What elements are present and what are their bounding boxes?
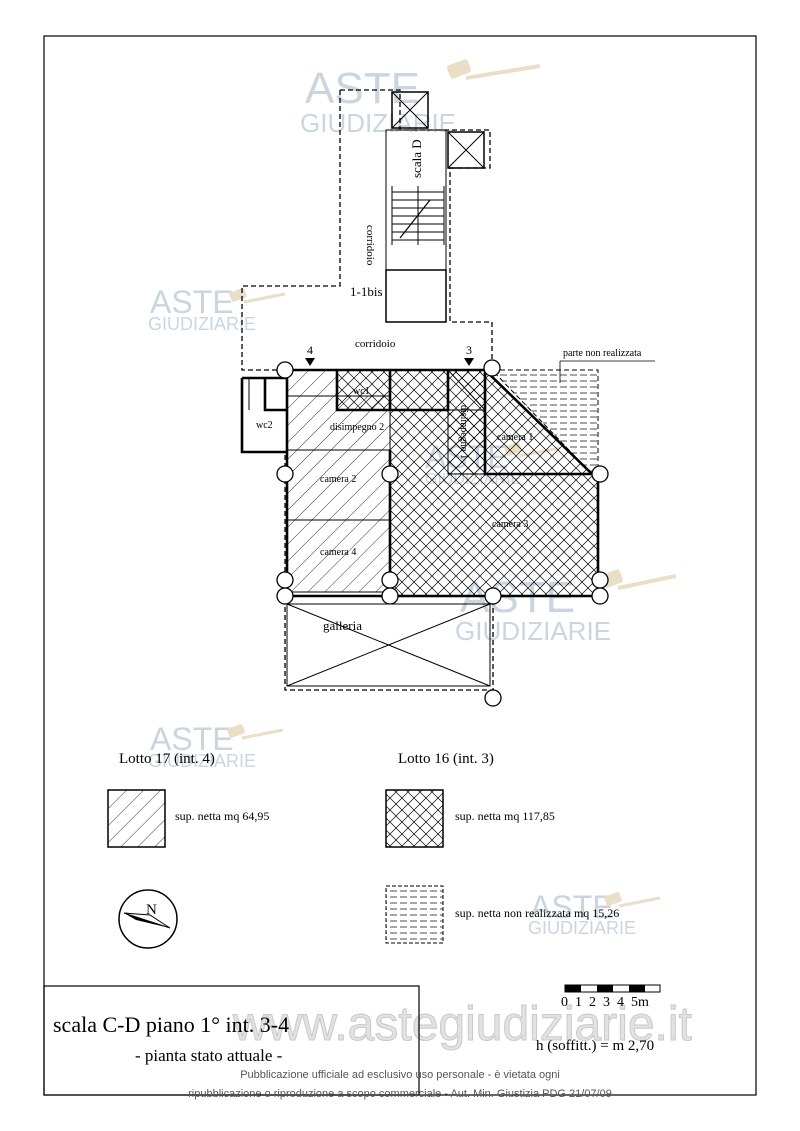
elevator-shaft-upper	[391, 91, 429, 129]
watermark-site-url: www.astegiudiziarie.it	[232, 998, 692, 1051]
label-camera-1: camera 1	[497, 432, 533, 443]
watermark-brand-top: ASTE	[305, 64, 420, 113]
label-1-1bis: 1-1bis	[350, 284, 383, 299]
label-disimpegno-2: disimpegno 2	[330, 422, 384, 433]
gavel-icon	[599, 569, 677, 590]
legend: Lotto 17 (int. 4) Lotto 16 (int. 3) sup.…	[107, 751, 619, 949]
label-wc1: wc1	[353, 386, 370, 397]
label-camera-3: camera 3	[492, 519, 528, 530]
watermark-brand-bottom: GIUDIZIARIE	[300, 108, 456, 138]
drawing-subtitle: - pianta stato attuale -	[135, 1046, 283, 1065]
label-scala-d: scala D	[409, 139, 424, 178]
legend-lotto16-title: Lotto 16 (int. 3)	[398, 751, 494, 767]
north-arrow-icon: N	[118, 889, 178, 949]
floor-plan: scala D corridoio 1-1bis corridoio 4 3	[240, 89, 655, 707]
galleria-area	[286, 603, 491, 687]
north-label: N	[146, 902, 157, 918]
label-corridoio-vertical: corridoio	[364, 225, 376, 266]
label-camera-2: camera 2	[320, 474, 356, 485]
watermark-legend-right: ASTE GIUDIZIARIE	[528, 889, 661, 938]
gavel-icon	[229, 288, 286, 304]
watermark-brand-bottom: GIUDIZIARIE	[455, 616, 611, 646]
legend-sup-lotto17: sup. netta mq 64,95	[175, 809, 269, 823]
label-disimpegno-1: disimpegno 1	[458, 405, 469, 459]
structural-columns	[276, 359, 609, 707]
leader-parte-non-realizzata	[559, 360, 655, 383]
section-marker-3: 3	[464, 343, 474, 366]
legend-lotto17-title: Lotto 17 (int. 4)	[119, 751, 215, 767]
scale-bar-ticks: 0 1 2 3 4 5m	[561, 995, 649, 1010]
label-marker-3: 3	[466, 343, 472, 357]
watermark-left: ASTE GIUDIZIARIE	[148, 284, 286, 334]
gavel-icon	[227, 724, 284, 740]
staircase	[385, 129, 447, 323]
thin-walls	[248, 378, 390, 521]
gavel-icon	[604, 892, 661, 908]
title-block: scala C-D piano 1° int. 3-4 - pianta sta…	[43, 985, 420, 1096]
ceiling-height: h (soffitt.) = m 2,70	[536, 1038, 654, 1054]
section-marker-4: 4	[305, 343, 315, 366]
label-galleria: galleria	[323, 618, 362, 633]
elevator-shaft-lower	[447, 131, 485, 169]
footer-line-2: ripubblicazione o riproduzione a scopo c…	[188, 1088, 612, 1100]
walls	[240, 368, 600, 598]
watermark-brand-bottom: GIUDIZIARIE	[148, 751, 256, 771]
watermark-top: ASTE GIUDIZIARIE	[300, 59, 541, 138]
legend-swatch-non-realizzata	[385, 885, 444, 944]
legend-swatch-lotto17	[107, 789, 166, 848]
legend-sup-non-realizzata: sup. netta non realizzata mq 15,26	[455, 906, 619, 920]
legend-sup-lotto16: sup. netta mq 117,85	[455, 809, 555, 823]
footer-line-1: Pubblicazione ufficiale ad esclusivo uso…	[240, 1069, 560, 1081]
watermark-legend-left: ASTE GIUDIZIARIE	[148, 721, 284, 771]
label-corridoio-horizontal: corridoio	[355, 338, 396, 350]
watermark-brand-top: ASTE	[150, 721, 234, 757]
drawing-title: scala C-D piano 1° int. 3-4	[53, 1012, 289, 1037]
watermark-brand-bottom: GIUDIZIARIE	[148, 314, 256, 334]
label-parte-non-realizzata: parte non realizzata	[563, 348, 642, 359]
legend-swatch-lotto16	[385, 789, 444, 848]
label-marker-4: 4	[307, 343, 313, 357]
label-camera-4: camera 4	[320, 547, 356, 558]
watermark-brand-bottom: GIUDIZIARIE	[528, 918, 636, 938]
label-wc2: wc2	[256, 420, 273, 431]
watermark-brand-top: ASTE	[150, 284, 234, 320]
scale-bar: 0 1 2 3 4 5m h (soffitt.) = m 2,70	[536, 984, 661, 1054]
gavel-icon	[447, 59, 541, 80]
watermark-brand-top: ASTE	[530, 889, 614, 925]
